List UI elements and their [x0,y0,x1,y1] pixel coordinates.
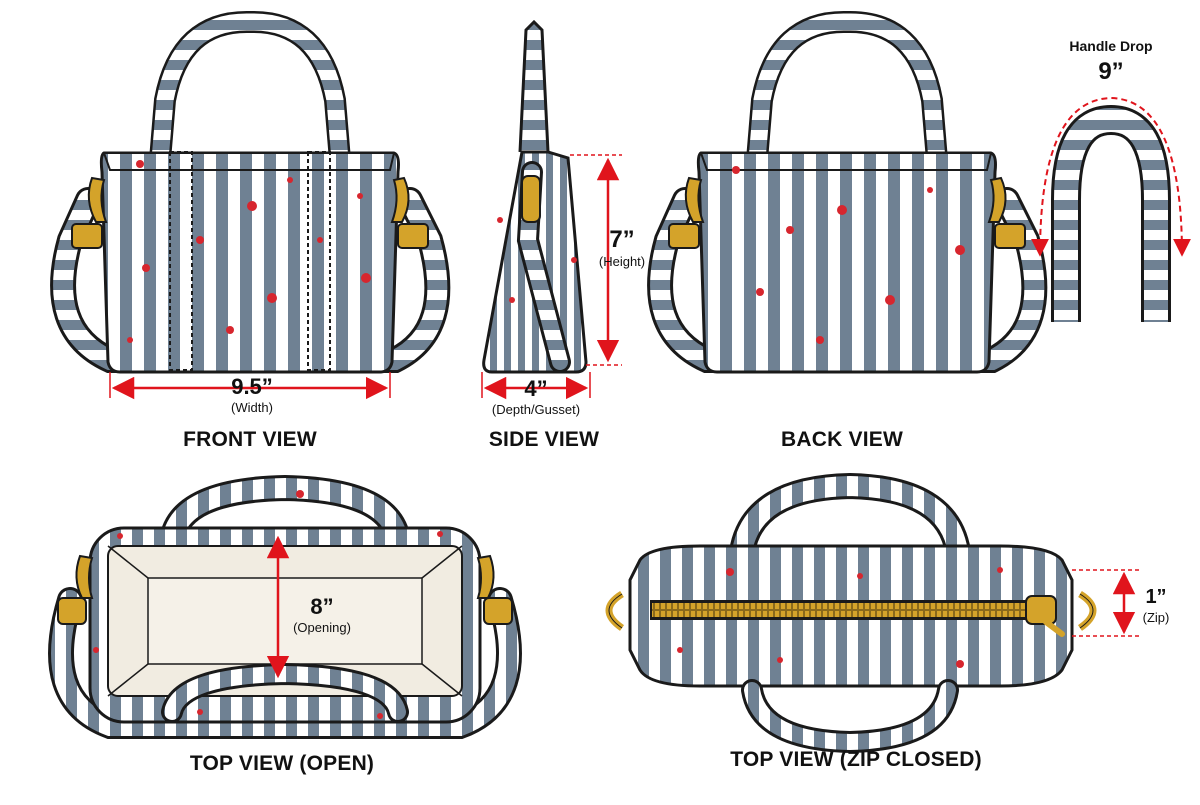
back-view [647,10,1048,374]
top-closed-view [605,472,1140,754]
bag-front-icon [50,10,451,374]
top-open-view [48,474,522,739]
depth-label: (Depth/Gusset) [491,402,581,417]
bag-back-icon [647,10,1048,374]
swivel-clasp-icon [987,176,1026,249]
handle-drop-label: Handle Drop [1069,38,1153,54]
opening-label: (Opening) [293,620,351,635]
opening-value: 8” [310,594,334,619]
side-view [481,19,622,400]
handle-drop-value: 9” [1098,58,1124,85]
swivel-clasp-icon [57,554,94,625]
zipper-icon [650,595,1065,637]
depth-value: 4” [524,376,548,401]
width-value: 9.5” [231,374,273,399]
zip-value: 1” [1145,586,1167,608]
zip-label: (Zip) [1142,610,1170,625]
d-ring-icon [1077,591,1097,631]
height-value: 7” [609,226,635,253]
handle-icon [1051,104,1171,322]
swivel-clasp-icon [668,176,705,249]
swivel-clasp-icon [521,175,541,223]
top-closed-view-title: TOP VIEW (ZIP CLOSED) [730,748,982,771]
handle-drop-detail [1031,96,1191,322]
front-view-title: FRONT VIEW [183,428,317,451]
width-label: (Width) [231,400,273,415]
side-view-title: SIDE VIEW [488,428,600,451]
swivel-clasp-icon [390,176,429,249]
top-open-view-title: TOP VIEW (OPEN) [189,752,375,775]
swivel-clasp-icon [71,176,108,249]
bag-top-closed-icon [605,472,1097,754]
swivel-clasp-icon [476,554,513,625]
bag-top-open-icon [48,474,522,739]
height-label: (Height) [598,254,646,269]
back-view-title: BACK VIEW [781,428,903,451]
d-ring-icon [605,591,625,631]
front-view [50,10,451,400]
bag-side-icon [482,19,588,374]
handle-drop-dimension-line [1031,96,1191,257]
